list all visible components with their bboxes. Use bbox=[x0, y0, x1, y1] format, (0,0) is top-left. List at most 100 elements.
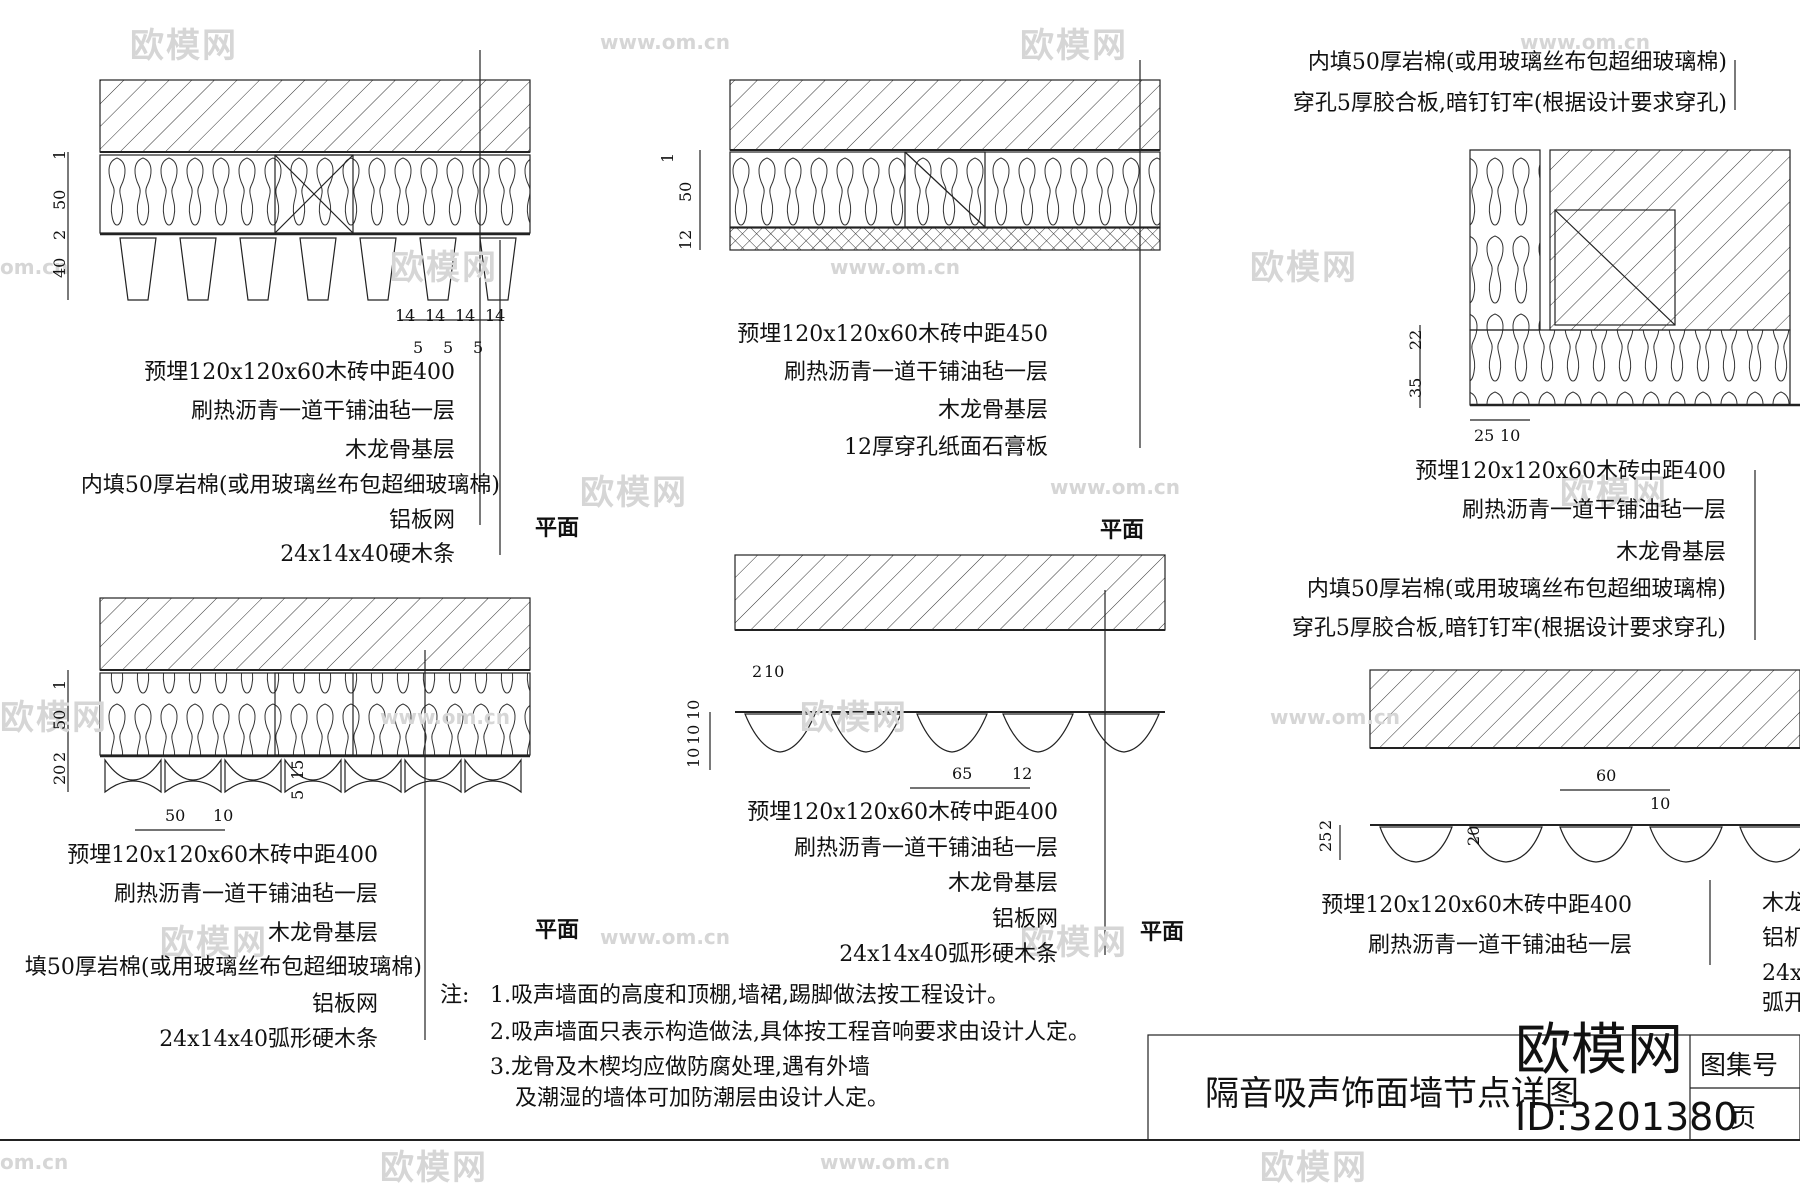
label-f-right-2: 铝机 bbox=[1762, 926, 1800, 951]
brick-diag-c1 bbox=[904, 151, 986, 228]
dim-b-50-w: 50 bbox=[165, 806, 186, 825]
label-e-wood-brick: 预埋120x120x60木砖中距400 bbox=[1415, 459, 1726, 484]
dim-f-25: 25 bbox=[1316, 831, 1335, 852]
dim-e-25: 25 bbox=[1474, 426, 1495, 445]
label-b-mesh: 铝板网 bbox=[311, 992, 378, 1017]
strip-a-2 bbox=[239, 237, 277, 301]
label-e-keel: 木龙骨基层 bbox=[1615, 540, 1726, 565]
dim-a-2: 2 bbox=[50, 229, 69, 240]
dim-d-2: 2 bbox=[752, 662, 763, 681]
plan-label-c: 平面 bbox=[1100, 517, 1145, 543]
label-d-mesh: 铝板网 bbox=[991, 907, 1058, 932]
label-f-wood-brick: 预埋120x120x60木砖中距400 bbox=[1321, 893, 1632, 918]
dim-a-1: 1 bbox=[50, 149, 69, 160]
dim-a-5-2: 5 bbox=[443, 338, 454, 357]
dim-b-15: 15 bbox=[288, 759, 307, 780]
plan-label-d: 平面 bbox=[1140, 919, 1185, 945]
label-d-keel: 木龙骨基层 bbox=[947, 871, 1058, 896]
watermark-12: 欧模网 bbox=[800, 698, 908, 738]
wood-brick-e bbox=[1554, 209, 1676, 326]
label-f-asphalt: 刷热沥青一道干铺油毡一层 bbox=[1367, 933, 1632, 958]
arc-strip-d-3 bbox=[1002, 713, 1074, 753]
label-b-asphalt: 刷热沥青一道干铺油毡一层 bbox=[113, 882, 378, 907]
watermark-7: 欧模网 bbox=[1250, 248, 1358, 288]
insulation-e bbox=[1469, 149, 1541, 331]
dim-c-50: 50 bbox=[676, 181, 695, 202]
dim-f-60: 60 bbox=[1596, 766, 1617, 785]
dim-c-1: 1 bbox=[658, 152, 677, 163]
label-d-asphalt: 刷热沥青一道干铺油毡一层 bbox=[793, 836, 1058, 861]
label-c-asphalt: 刷热沥青一道干铺油毡一层 bbox=[783, 360, 1048, 385]
dim-f-2: 2 bbox=[1316, 819, 1335, 830]
label-b-strip: 24x14x40弧形硬木条 bbox=[159, 1027, 378, 1052]
arc-strip-d-4 bbox=[1088, 713, 1160, 753]
label-a-keel: 木龙骨基层 bbox=[344, 438, 455, 463]
dim-b-2: 2 bbox=[50, 751, 69, 762]
label-b-wood-brick: 预埋120x120x60木砖中距400 bbox=[67, 843, 378, 868]
strip-a-4 bbox=[359, 237, 397, 301]
label-e-rockwool: 内填50厚岩棉(或用玻璃丝布包超细玻璃棉) bbox=[1306, 577, 1726, 602]
note-1: 1.吸声墙面的高度和顶棚,墙裙,踢脚做法按工程设计。 bbox=[490, 983, 1009, 1008]
gypsum-board-c bbox=[729, 227, 1161, 251]
arc-strip-f-2 bbox=[1559, 826, 1633, 863]
dim-b-1: 1 bbox=[50, 679, 69, 690]
note-2: 2.吸声墙面只表示构造做法,具体按工程音响要求由设计人定。 bbox=[490, 1020, 1090, 1045]
watermark-13: www.om.cn bbox=[380, 705, 511, 729]
note-3: 3.龙骨及木楔均应做防腐处理,遇有外墙 bbox=[490, 1055, 870, 1080]
arc-strip-d-0 bbox=[744, 713, 816, 753]
arc-strip-b-0 bbox=[104, 758, 162, 794]
dim-d-10-1: 10 bbox=[684, 699, 703, 720]
strip-a-0 bbox=[119, 237, 157, 301]
arc-strip-f-1 bbox=[1469, 826, 1543, 863]
insulation-a bbox=[99, 154, 531, 234]
note-4: 及潮湿的墙体可加防潮层由设计人定。 bbox=[515, 1086, 890, 1111]
wall-a bbox=[99, 79, 531, 153]
plan-label-b: 平面 bbox=[535, 917, 580, 943]
dim-d-10-3: 10 bbox=[684, 747, 703, 768]
model-id: ID:3201380 bbox=[1515, 1095, 1738, 1139]
dim-a-14-3: 14 bbox=[455, 306, 476, 325]
watermark-15: 欧模网 bbox=[160, 923, 268, 963]
arc-strip-b-5 bbox=[404, 758, 462, 794]
dim-f-10: 10 bbox=[1650, 794, 1671, 813]
dim-b-10-w: 10 bbox=[213, 806, 234, 825]
watermark-6: www.om.cn bbox=[830, 255, 961, 279]
dim-d-10: 10 bbox=[764, 662, 785, 681]
watermark-3: www.om.cn bbox=[1520, 30, 1651, 54]
arc-strip-d-2 bbox=[916, 713, 988, 753]
dim-a-5-1: 5 bbox=[413, 338, 424, 357]
dim-e-22: 22 bbox=[1406, 329, 1425, 350]
wall-e bbox=[1549, 149, 1791, 331]
label-a-strip: 24x14x40硬木条 bbox=[280, 542, 455, 567]
arc-strip-b-6 bbox=[464, 758, 522, 794]
label-c-gypsum: 12厚穿孔纸面石膏板 bbox=[844, 435, 1048, 460]
dim-a-14-1: 14 bbox=[395, 306, 416, 325]
label-f-right-3: 24x bbox=[1762, 961, 1800, 986]
arc-strip-d-1 bbox=[830, 713, 902, 753]
page-label: 页 bbox=[1730, 1104, 1757, 1134]
arc-strip-b-4 bbox=[344, 758, 402, 794]
watermark-19: 欧模网 bbox=[380, 1148, 488, 1188]
label-d-wood-brick: 预埋120x120x60木砖中距400 bbox=[747, 800, 1058, 825]
plan-label-a: 平面 bbox=[535, 515, 580, 541]
arc-strip-f-4 bbox=[1739, 826, 1800, 863]
watermark-2: 欧模网 bbox=[1020, 26, 1128, 66]
dim-d-65: 65 bbox=[952, 764, 973, 783]
label-e-top-plywood: 穿孔5厚胶合板,暗钉钉牢(根据设计要求穿孔) bbox=[1292, 91, 1727, 116]
arc-strip-b-1 bbox=[164, 758, 222, 794]
brick-diag-e bbox=[1554, 209, 1676, 326]
dim-b-5: 5 bbox=[288, 789, 307, 800]
dim-c-12: 12 bbox=[676, 229, 695, 250]
dim-d-10-2: 10 bbox=[684, 724, 703, 745]
strip-a-6 bbox=[479, 237, 517, 301]
wall-d bbox=[734, 554, 1166, 631]
label-b-keel: 木龙骨基层 bbox=[267, 921, 378, 946]
label-a-mesh: 铝板网 bbox=[388, 508, 455, 533]
dim-b-20: 20 bbox=[50, 764, 69, 785]
insulation-e2 bbox=[1469, 329, 1791, 406]
dim-b-50: 50 bbox=[50, 709, 69, 730]
brand-overlay: 欧模网 bbox=[1515, 1018, 1683, 1083]
dim-a-5-3: 5 bbox=[473, 338, 484, 357]
